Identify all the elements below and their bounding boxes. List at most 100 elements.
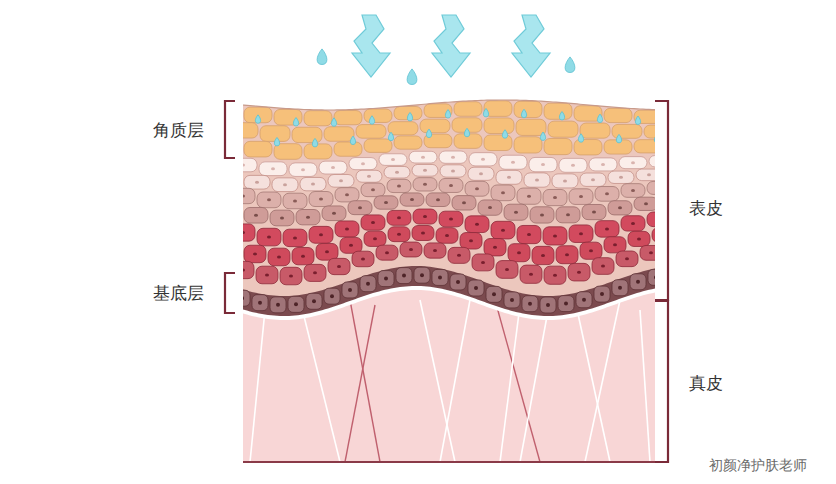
nucleus <box>366 282 370 286</box>
nucleus <box>475 187 479 190</box>
nucleus <box>619 176 623 179</box>
nucleus <box>319 198 323 201</box>
cell <box>552 174 578 188</box>
cell <box>439 151 467 163</box>
cell <box>647 181 655 194</box>
nucleus <box>579 232 583 235</box>
nucleus <box>319 233 323 236</box>
nucleus <box>293 236 297 239</box>
cell <box>568 263 590 281</box>
nucleus <box>348 288 352 292</box>
dermis-bottom <box>243 461 655 463</box>
cell <box>352 251 374 267</box>
nucleus <box>253 252 257 255</box>
nucleus <box>423 183 427 186</box>
cell <box>356 170 382 182</box>
cell <box>465 181 489 196</box>
nucleus <box>527 233 531 236</box>
cell <box>292 127 322 142</box>
nucleus <box>589 249 593 252</box>
layer-label: 基底层 <box>153 282 204 305</box>
nucleus <box>566 213 570 216</box>
nucleus <box>582 298 586 302</box>
nucleus <box>571 164 575 167</box>
basal-cell <box>612 280 628 296</box>
nucleus <box>563 179 567 182</box>
cell <box>452 196 476 210</box>
nucleus <box>337 265 341 268</box>
cell <box>491 221 515 239</box>
cell <box>364 139 392 152</box>
nucleus <box>397 233 401 236</box>
epidermis <box>243 100 655 296</box>
nucleus <box>397 184 401 187</box>
water-drop <box>274 137 279 145</box>
cell <box>324 127 354 142</box>
cell <box>376 245 398 260</box>
nucleus <box>243 194 245 197</box>
cell <box>621 216 645 231</box>
cell <box>448 247 470 263</box>
nucleus <box>325 250 329 253</box>
nucleus <box>312 299 316 303</box>
basal-cell <box>252 295 268 311</box>
nucleus <box>385 251 389 254</box>
nucleus <box>265 273 269 276</box>
fiber <box>420 300 455 462</box>
cell <box>260 126 290 142</box>
cell <box>454 102 482 117</box>
cell <box>532 246 554 264</box>
water-drop <box>426 129 431 137</box>
nucleus <box>631 222 635 225</box>
nucleus <box>345 227 349 230</box>
nucleus <box>605 192 609 195</box>
nucleus <box>510 298 514 302</box>
cell <box>244 245 266 262</box>
nucleus <box>243 164 245 167</box>
fiber <box>575 300 610 462</box>
nucleus <box>600 292 604 296</box>
cell <box>316 243 338 260</box>
cell <box>574 140 602 155</box>
cell <box>387 179 411 192</box>
cell <box>394 136 422 149</box>
nucleus <box>654 275 655 279</box>
cell <box>335 188 359 202</box>
nucleus <box>433 249 437 252</box>
nucleus <box>373 237 377 240</box>
nucleus <box>591 178 595 181</box>
cell <box>604 237 626 253</box>
fiber <box>500 305 520 462</box>
cell <box>514 137 542 153</box>
cell <box>439 178 463 192</box>
cell <box>328 174 354 187</box>
cell <box>364 109 392 122</box>
cell <box>243 224 255 241</box>
water-drop <box>464 128 469 136</box>
nucleus <box>636 280 640 284</box>
cell <box>283 229 307 246</box>
fiber <box>520 300 550 462</box>
cell <box>478 200 502 215</box>
cell <box>289 163 317 177</box>
nucleus <box>436 198 440 201</box>
cell <box>364 231 386 246</box>
nucleus <box>481 158 485 161</box>
water-drop <box>502 130 507 138</box>
bracket <box>225 101 235 158</box>
water-drop <box>293 118 298 126</box>
nucleus <box>420 273 424 277</box>
nucleus <box>631 161 635 164</box>
cell <box>484 118 514 134</box>
cell <box>420 119 450 133</box>
moisture-arrows <box>317 15 575 85</box>
skin-layers <box>243 100 655 462</box>
cell <box>524 173 550 187</box>
nucleus <box>449 184 453 187</box>
cell <box>621 184 645 198</box>
dermis-fibers <box>250 300 650 462</box>
water-drop <box>388 132 393 140</box>
cell <box>559 158 587 172</box>
cell <box>516 119 546 135</box>
